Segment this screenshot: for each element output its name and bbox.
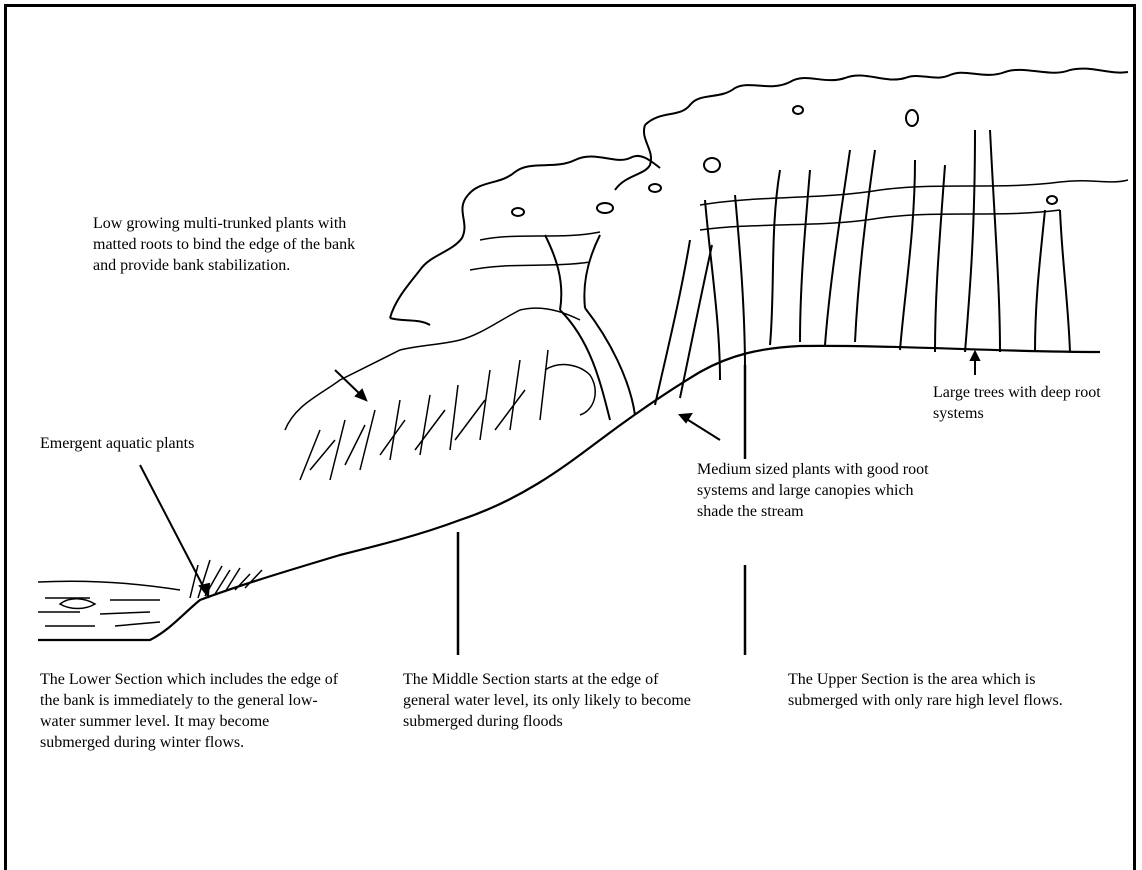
tree-trunks (545, 130, 1070, 420)
stream-water (38, 581, 180, 626)
label-low-growing-plants: Low growing multi-trunked plants with ma… (93, 213, 378, 276)
label-middle-section: The Middle Section starts at the edge of… (403, 669, 703, 732)
large-trees-canopy (390, 69, 1128, 325)
label-large-trees: Large trees with deep root systems (933, 382, 1103, 424)
label-upper-section: The Upper Section is the area which is s… (788, 669, 1098, 711)
label-emergent-aquatic-plants: Emergent aquatic plants (40, 433, 270, 454)
label-medium-plants: Medium sized plants with good root syste… (697, 459, 937, 522)
shrubs (285, 308, 595, 480)
label-lower-section: The Lower Section which includes the edg… (40, 669, 340, 753)
emergent-plants (190, 560, 262, 598)
